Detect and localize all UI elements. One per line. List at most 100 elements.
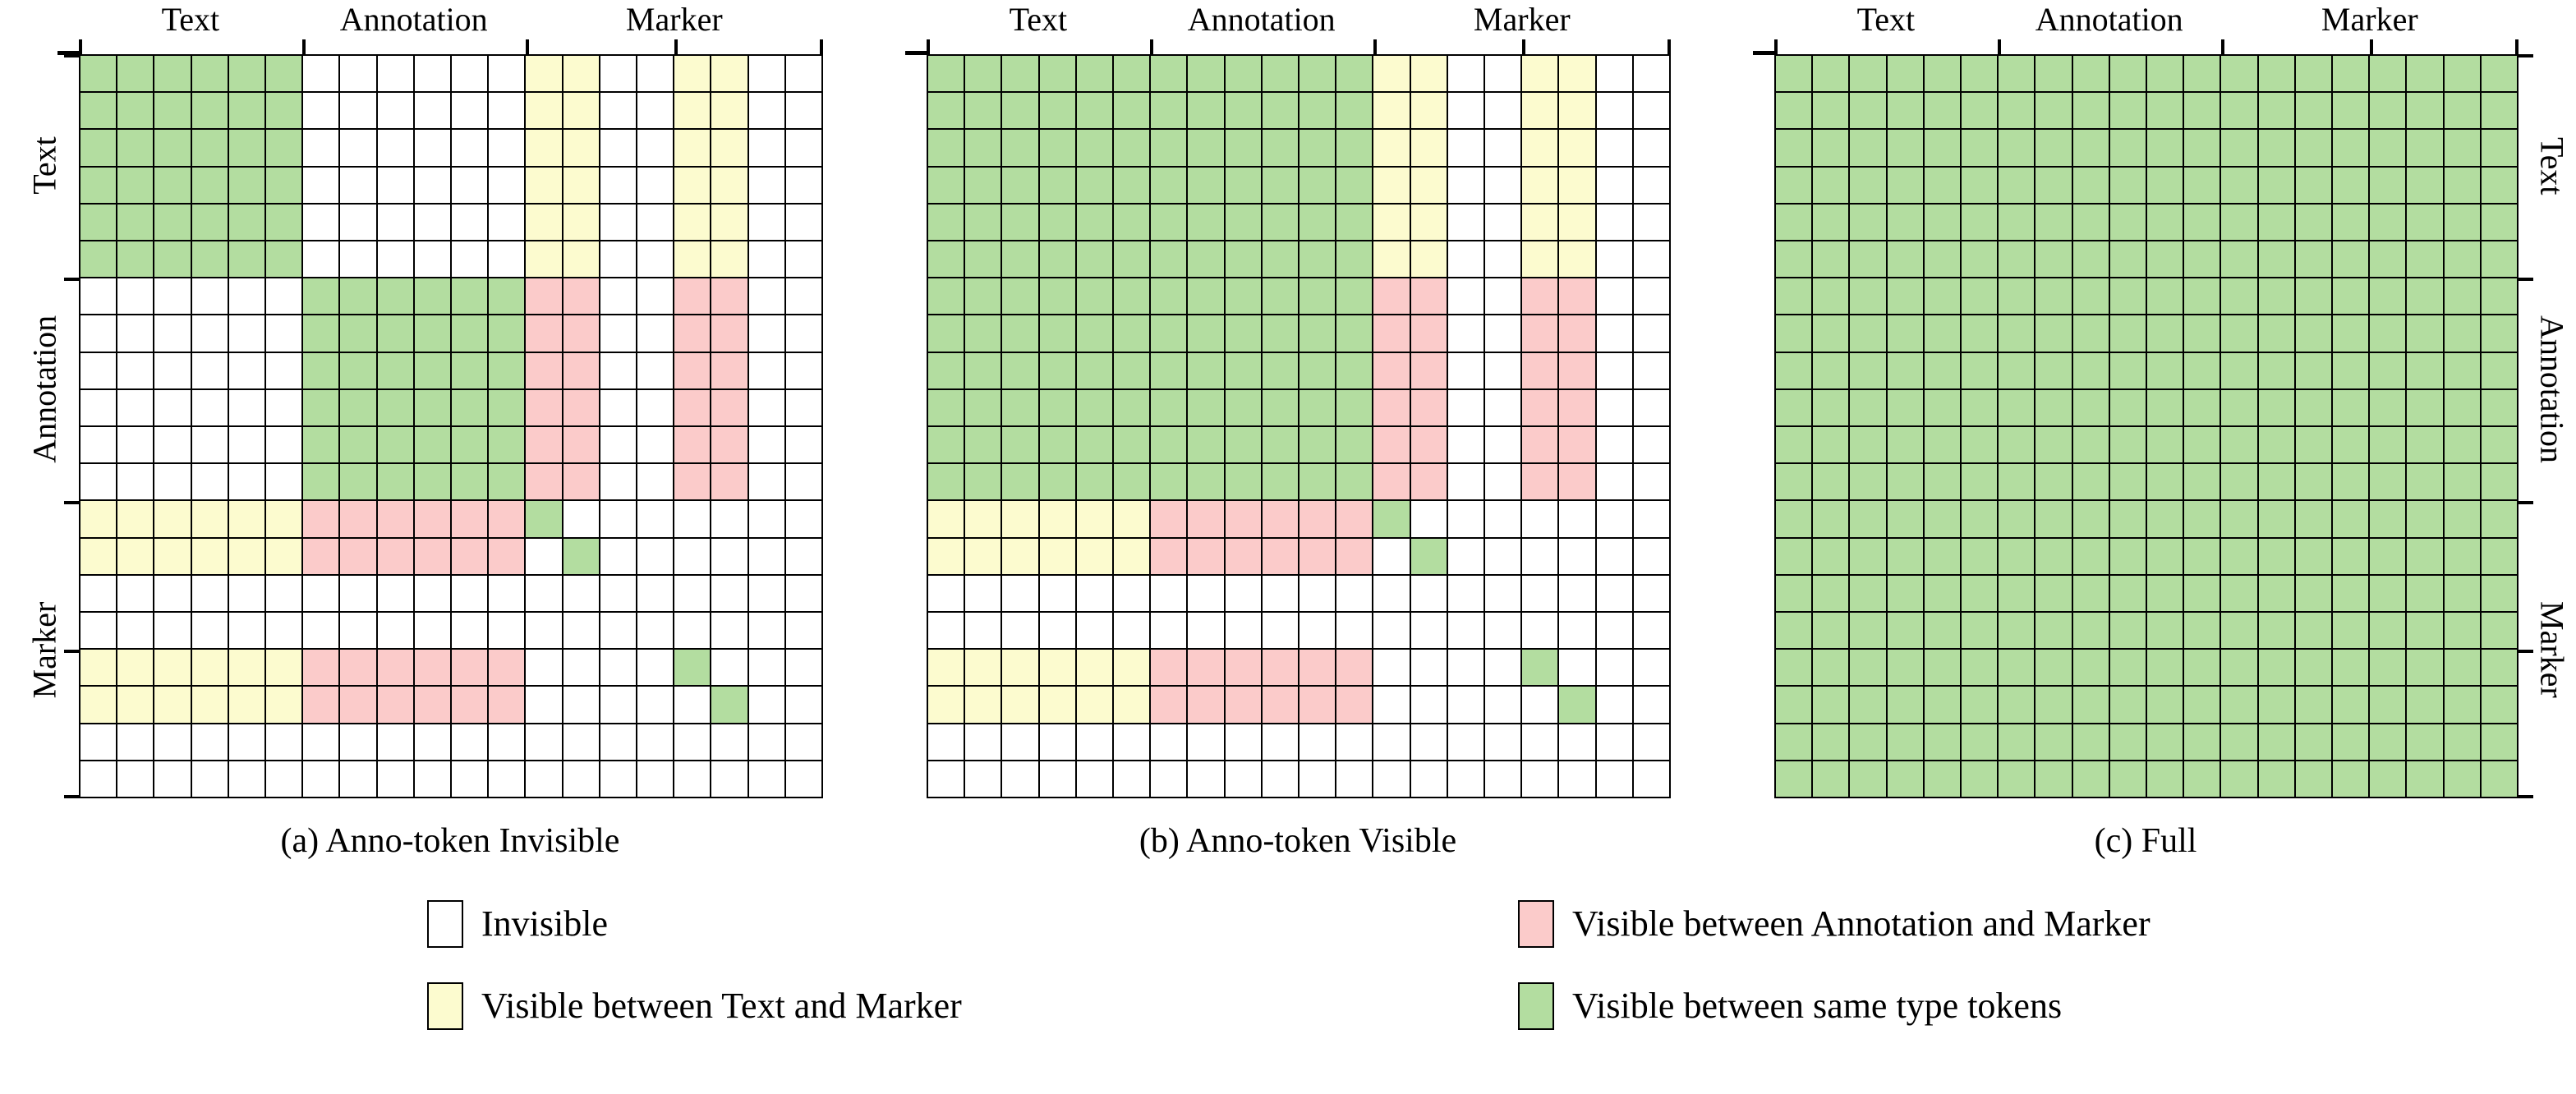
matrix-cell xyxy=(1151,93,1189,131)
matrix-cell xyxy=(80,613,118,650)
matrix-cell xyxy=(1559,130,1597,168)
matrix-cell xyxy=(1447,427,1485,465)
matrix-cell xyxy=(2481,538,2518,576)
matrix-cell xyxy=(2072,687,2110,724)
matrix-cell xyxy=(1485,56,1523,94)
matrix-cell xyxy=(1596,167,1634,205)
matrix-cell xyxy=(1151,501,1189,539)
matrix-cell xyxy=(1447,389,1485,427)
matrix-cell xyxy=(80,56,118,94)
matrix-cell xyxy=(1225,575,1263,613)
legend-label-invisible: Invisible xyxy=(481,903,608,944)
matrix-cell xyxy=(1151,575,1189,613)
matrix-cell xyxy=(1225,613,1263,650)
matrix-cell xyxy=(600,464,637,502)
matrix-cell xyxy=(1114,501,1152,539)
matrix-cell xyxy=(785,464,823,502)
matrix-cell xyxy=(1076,56,1114,94)
matrix-cell xyxy=(1887,56,1925,94)
matrix-cell xyxy=(1151,130,1189,168)
matrix-cell xyxy=(1002,538,1040,576)
matrix-cell xyxy=(2221,130,2259,168)
matrix-cell xyxy=(2258,315,2296,353)
matrix-cell xyxy=(2295,501,2333,539)
matrix-cell xyxy=(1596,687,1634,724)
matrix-cell xyxy=(1924,204,1962,241)
matrix-cell xyxy=(489,352,527,390)
matrix-cell xyxy=(1373,167,1411,205)
matrix-cell xyxy=(1002,204,1040,241)
matrix-cell xyxy=(489,761,527,798)
matrix-cell xyxy=(1962,464,1999,502)
matrix-cell xyxy=(1850,538,1888,576)
matrix-cell xyxy=(965,241,1003,279)
matrix-cell xyxy=(1151,241,1189,279)
matrix-cell xyxy=(1559,501,1597,539)
matrix-cell xyxy=(600,687,637,724)
matrix-cell xyxy=(117,761,155,798)
matrix-cell xyxy=(2036,130,2073,168)
matrix-cell xyxy=(1813,167,1851,205)
matrix-cell xyxy=(2481,204,2518,241)
matrix-cell xyxy=(1924,464,1962,502)
matrix-cell xyxy=(117,130,155,168)
matrix-cell xyxy=(2184,575,2222,613)
matrix-cell xyxy=(377,204,415,241)
matrix-cell xyxy=(711,278,749,316)
matrix-cell xyxy=(1850,315,1888,353)
matrix-cell xyxy=(2258,278,2296,316)
matrix-cell xyxy=(1633,130,1671,168)
matrix-cell xyxy=(2072,613,2110,650)
matrix-cell xyxy=(1076,761,1114,798)
matrix-cell xyxy=(1373,389,1411,427)
matrix-cell xyxy=(1262,538,1300,576)
matrix-cell xyxy=(1924,315,1962,353)
matrix-cell xyxy=(1850,278,1888,316)
matrix-cell xyxy=(563,241,600,279)
matrix-cell xyxy=(2184,389,2222,427)
matrix-cell xyxy=(489,93,527,131)
matrix-cell xyxy=(489,278,527,316)
matrix-cell xyxy=(377,167,415,205)
matrix-cell xyxy=(785,130,823,168)
matrix-cell xyxy=(1559,427,1597,465)
matrix-cell xyxy=(1522,130,1560,168)
matrix-cell xyxy=(1373,575,1411,613)
matrix-cell xyxy=(1410,613,1448,650)
matrix-cell xyxy=(1924,93,1962,131)
matrix-cell xyxy=(414,389,452,427)
matrix-cell xyxy=(2036,613,2073,650)
matrix-cell xyxy=(2333,315,2371,353)
matrix-cell xyxy=(377,93,415,131)
matrix-cell xyxy=(2370,315,2408,353)
matrix-cell xyxy=(1850,204,1888,241)
matrix-cell xyxy=(1151,724,1189,761)
matrix-cell xyxy=(600,427,637,465)
matrix-cell xyxy=(2258,241,2296,279)
matrix-cell xyxy=(637,56,675,94)
matrix-cell xyxy=(1188,315,1226,353)
matrix-cell xyxy=(1336,56,1374,94)
matrix-cell xyxy=(80,724,118,761)
matrix-cell xyxy=(674,427,712,465)
matrix-cell xyxy=(785,56,823,94)
matrix-cell xyxy=(266,761,304,798)
matrix-cell xyxy=(489,687,527,724)
matrix-cell xyxy=(2407,501,2445,539)
matrix-cell xyxy=(1373,761,1411,798)
matrix-cell xyxy=(2295,315,2333,353)
matrix-cell xyxy=(1188,93,1226,131)
matrix-cell xyxy=(1188,464,1226,502)
matrix-cell xyxy=(674,575,712,613)
matrix-cell xyxy=(2036,315,2073,353)
matrix-cell xyxy=(965,687,1003,724)
matrix-cell xyxy=(2370,575,2408,613)
matrix-cell xyxy=(2072,761,2110,798)
matrix-cell xyxy=(674,464,712,502)
matrix-cell xyxy=(2407,352,2445,390)
matrix-cell xyxy=(785,241,823,279)
matrix-cell xyxy=(414,352,452,390)
matrix-cell xyxy=(2221,501,2259,539)
matrix-cell xyxy=(2333,130,2371,168)
